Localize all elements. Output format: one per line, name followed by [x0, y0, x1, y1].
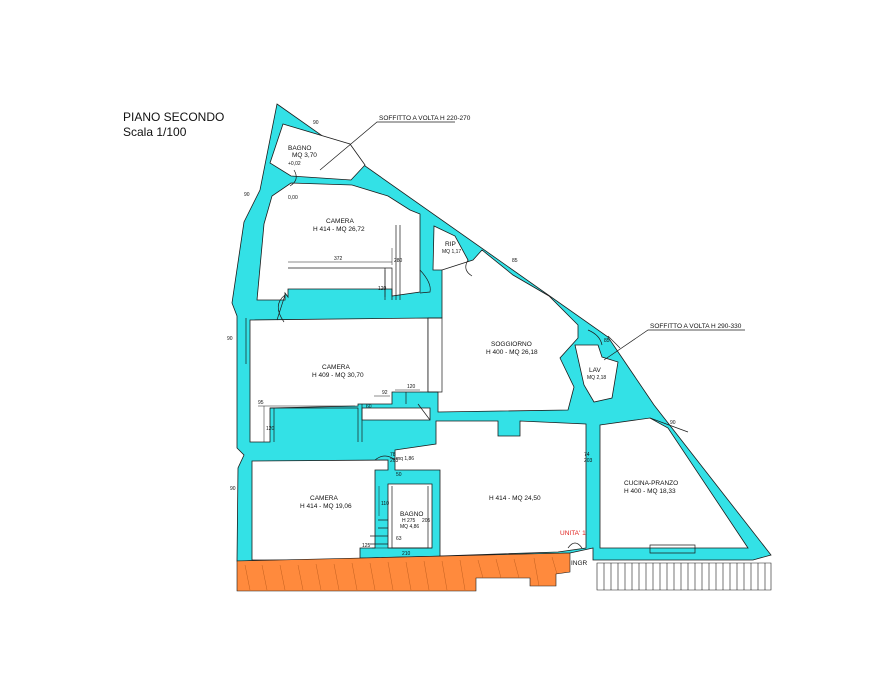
door-arcs	[276, 169, 603, 549]
label-camera-1-area: H 414 - MQ 26,72	[313, 226, 365, 233]
label-soggiorno-name: SOGGIORNO	[491, 341, 532, 348]
note-ceiling-2: SOFFITTO A VOLTA H 290-330	[650, 323, 742, 330]
room-soggiorno	[427, 249, 579, 413]
window-dim-left-3: 90	[230, 486, 236, 492]
label-bagno-top-area: MQ 3,70	[292, 152, 317, 159]
facade-strip	[236, 552, 571, 592]
dimension-lines	[258, 248, 432, 549]
dim-125: 125	[362, 543, 371, 549]
dim-74: 74	[584, 452, 590, 458]
leader-line-1	[319, 121, 455, 171]
room-bagno-top	[269, 123, 366, 181]
window-dim-right-2: 85	[604, 338, 610, 344]
label-rip-area: MQ 1,17	[442, 249, 461, 255]
room-lav	[574, 344, 619, 403]
label-bagno-2-height: H 275	[402, 518, 416, 524]
label-bagno-top-name: BAGNO	[288, 145, 311, 152]
plan-scale: Scala 1/100	[123, 125, 187, 139]
dim-110: 110	[381, 501, 389, 507]
window-frames	[245, 317, 689, 433]
label-rip-name: RIP	[445, 241, 456, 248]
room-camera-1	[256, 182, 421, 301]
label-corridor-area: H 414 - MQ 24,50	[489, 495, 541, 502]
note-unit: UNITA' 1	[560, 530, 586, 537]
note-entrance: INGR	[571, 560, 588, 567]
label-camera-1-name: CAMERA	[326, 218, 354, 225]
leader-line-2	[603, 329, 745, 361]
label-camera-3-area: H 414 - MQ 19,06	[300, 503, 352, 510]
plan-title: PIANO SECONDO	[123, 110, 224, 124]
facade-hatching	[244, 556, 558, 591]
wardrobe-camera-2	[270, 392, 407, 442]
label-bagno-top-level-a: +0,02	[288, 161, 301, 167]
dim-210: 210	[402, 551, 411, 557]
dim-203: 203	[390, 458, 399, 464]
window-dim-right-1: 85	[512, 258, 518, 264]
label-lav-area: MQ 2,18	[587, 375, 606, 381]
dim-372: 372	[334, 256, 343, 262]
note-ceiling-1: SOFFITTO A VOLTA H 220-270	[379, 115, 471, 122]
dim-95: 95	[258, 400, 264, 406]
label-lav-name: LAV	[589, 367, 601, 374]
label-bagno-2-name: BAGNO	[400, 511, 423, 518]
staircase	[596, 562, 772, 591]
label-corridor-small: mq 1,86	[396, 456, 414, 462]
dim-50: 50	[396, 472, 402, 478]
dim-92: 92	[382, 390, 388, 396]
dim-120-right: 120	[407, 384, 416, 390]
label-camera-3-name: CAMERA	[310, 495, 338, 502]
window-dim-right-3: 90	[670, 420, 676, 426]
dim-205: 205	[422, 518, 431, 524]
dim-78: 78	[390, 452, 396, 458]
dim-280: 280	[394, 258, 403, 264]
dim-203b: 203	[584, 458, 593, 464]
label-camera-2-area: H 409 - MQ 30,70	[312, 372, 364, 379]
window-dim-top: 90	[313, 120, 319, 126]
dim-120b: 120	[266, 426, 275, 432]
room-soggiorno-lower	[361, 407, 431, 421]
label-camera-2-name: CAMERA	[322, 364, 350, 371]
window-dim-left-2: 90	[227, 336, 233, 342]
label-cucina-name: CUCINA-PRANZO	[624, 480, 678, 487]
label-bagno-top-level-b: 0,00	[288, 195, 298, 201]
label-soggiorno-area: H 400 - MQ 26,18	[486, 349, 538, 356]
window-dim-left-1: 90	[244, 192, 250, 198]
room-cucina	[599, 417, 749, 549]
dim-63: 63	[396, 536, 402, 542]
label-cucina-area: H 400 - MQ 18,33	[624, 488, 676, 495]
label-bagno-2-area: MQ 4,86	[400, 524, 419, 530]
dim-120a: 120	[378, 286, 387, 292]
room-corridor	[394, 420, 587, 557]
dim-60: 60	[366, 404, 372, 410]
cucina-counter	[649, 544, 696, 554]
